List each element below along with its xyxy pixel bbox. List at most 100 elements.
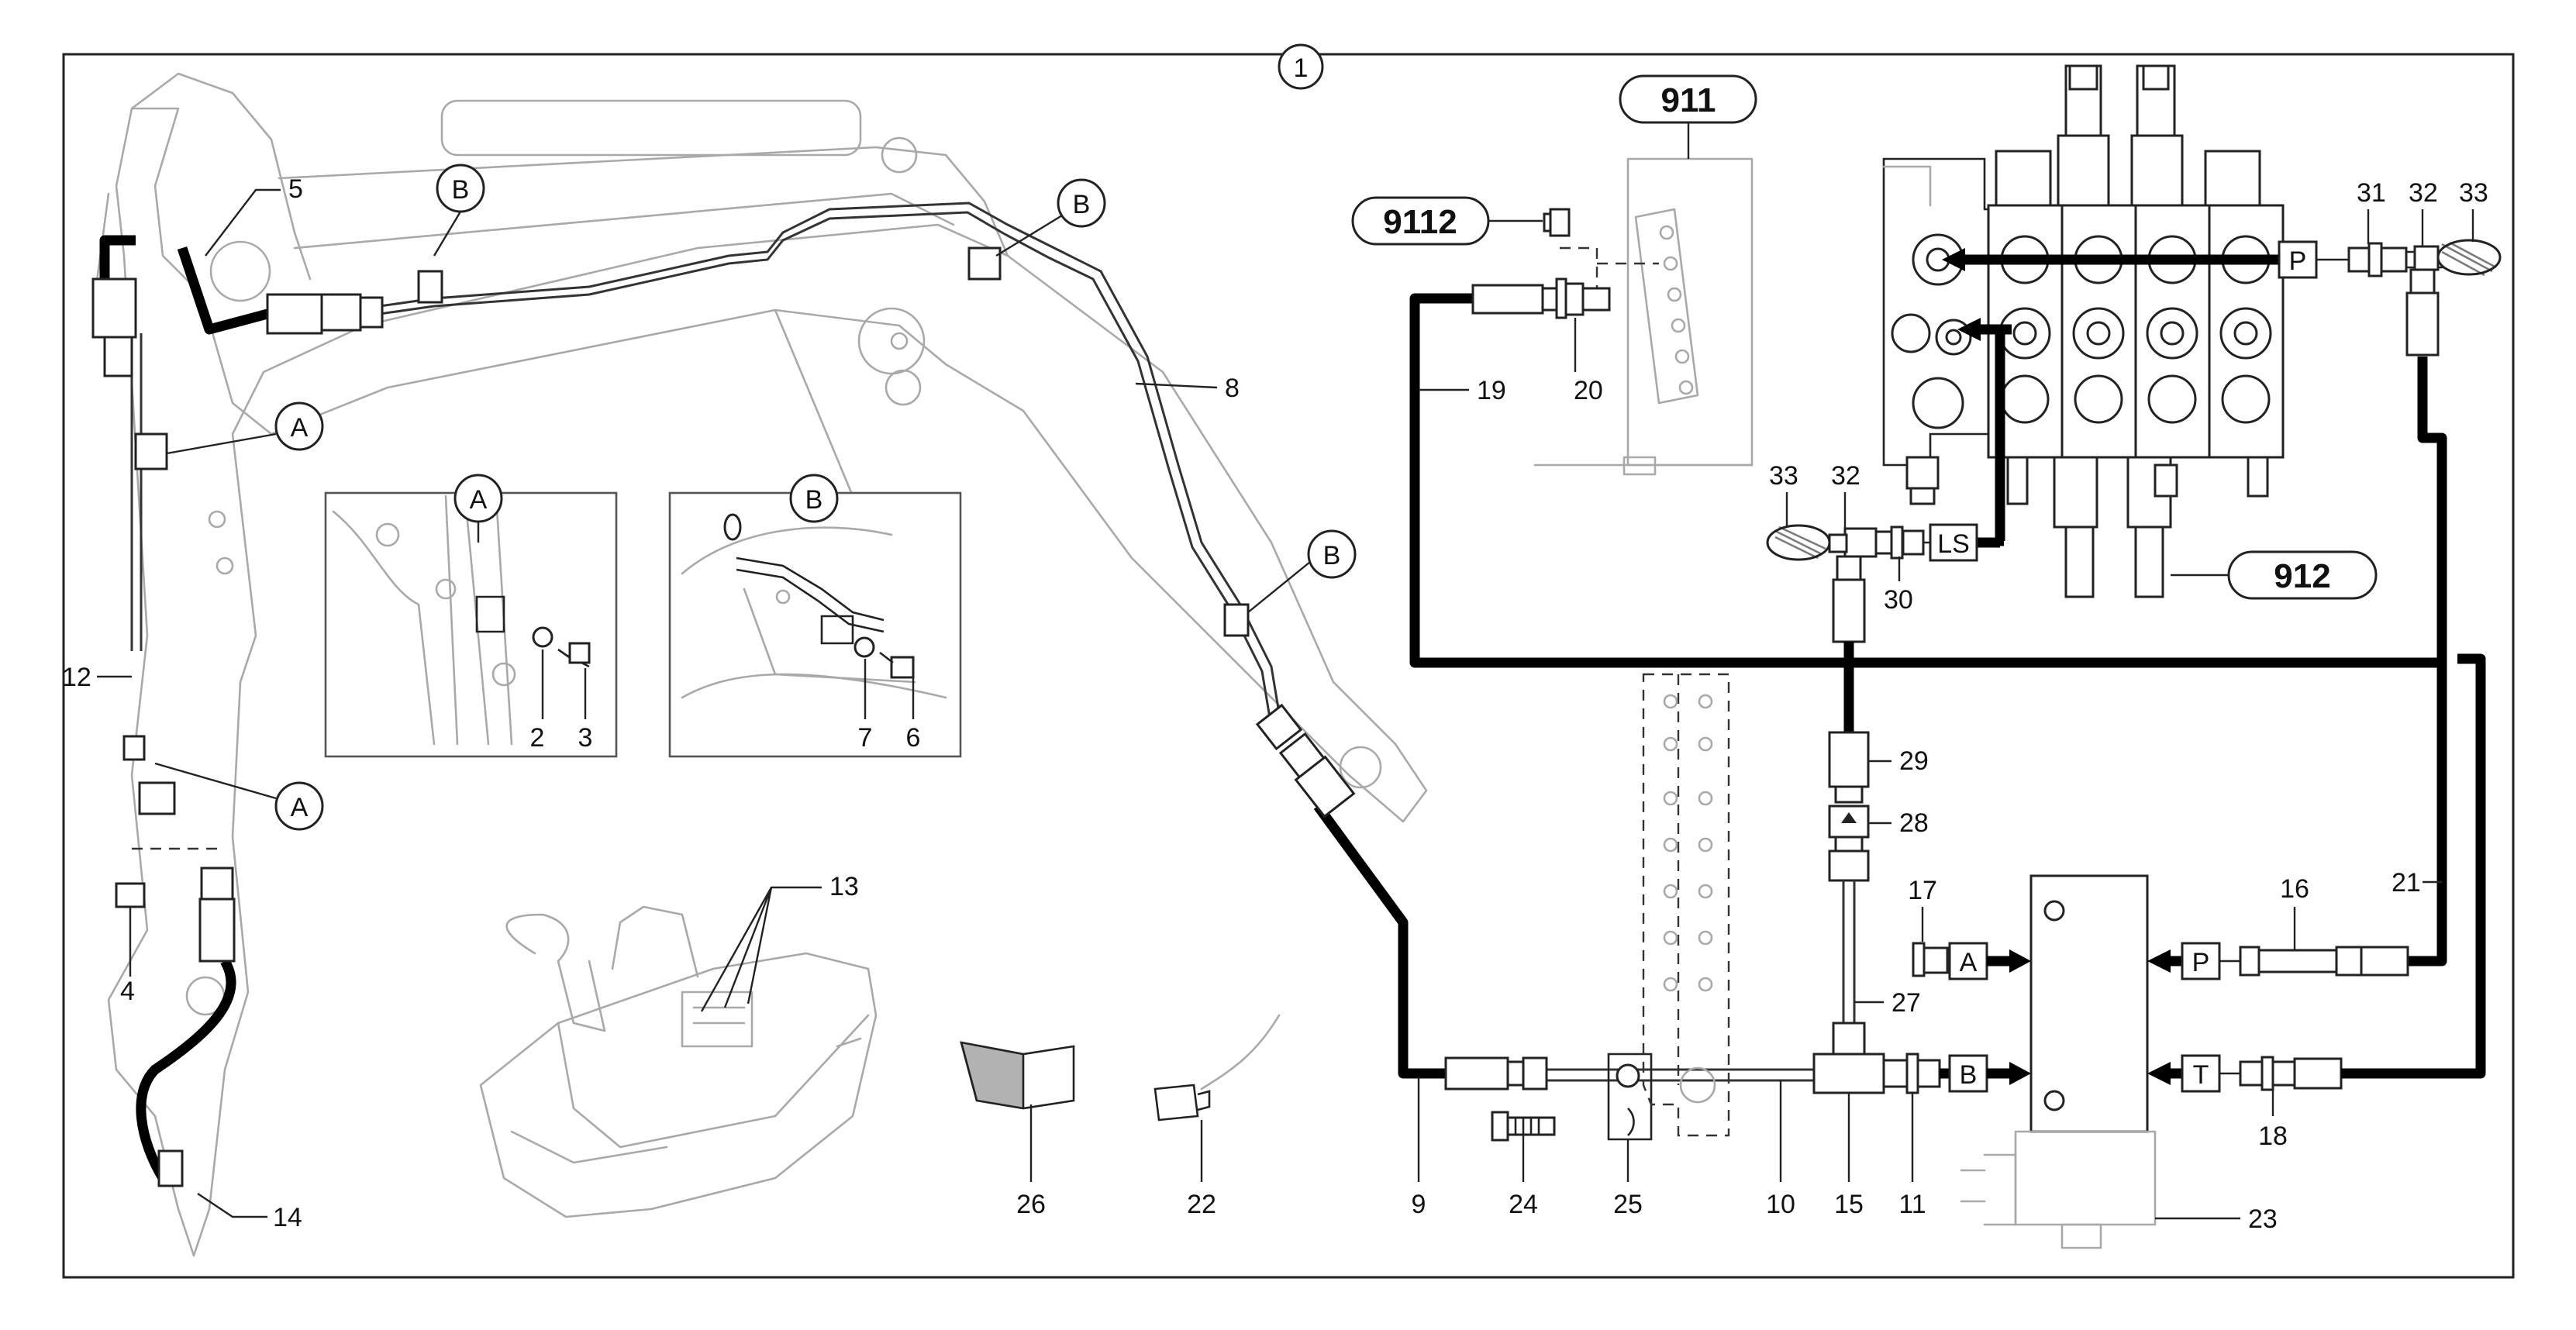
svg-text:32: 32 [2409, 178, 2438, 208]
group-9112: 9112 [1351, 196, 1659, 292]
bracket-911: 911 [1533, 74, 1757, 476]
clamp-25: 25 [1607, 1053, 1653, 1219]
port-t: T [2181, 1054, 2221, 1093]
sheet-marker-label: 1 [1294, 53, 1309, 83]
arrow-a [2009, 949, 2031, 973]
hose-5-lower [177, 246, 269, 335]
pipe-8-b [379, 211, 1271, 718]
svg-text:33: 33 [1769, 461, 1798, 491]
part-label-9: 9 [1412, 1077, 1426, 1219]
detail-view-a: A 2 3 [324, 474, 618, 758]
fittings-29-28 [1828, 731, 1870, 882]
hose-14 [136, 958, 236, 1181]
svg-text:5: 5 [288, 174, 303, 204]
pipe-8 [379, 202, 1281, 714]
hose-19 [1409, 293, 2442, 668]
arrow-p [2147, 949, 2171, 973]
svg-text:P: P [2192, 948, 2210, 977]
callout-b-boom-2: B [995, 178, 1106, 257]
part-label-19: 19 [1419, 376, 1506, 405]
connector-22: 22 [1154, 1014, 1281, 1219]
dashed-arm-section [1642, 673, 1730, 1137]
boom-cylinder [440, 99, 862, 157]
svg-text:B: B [1073, 190, 1091, 219]
part-label-4: 4 [120, 907, 135, 1006]
arrow-t [2147, 1062, 2171, 1085]
arrow-p-top [1942, 248, 1965, 271]
arrow-b [2009, 1062, 2031, 1085]
hose-tank [2341, 653, 2486, 1079]
part-label-2: 2 [530, 723, 545, 753]
part-label-33-ls: 33 [1769, 461, 1798, 527]
svg-text:33: 33 [2459, 178, 2488, 208]
svg-text:T: T [2193, 1060, 2209, 1090]
port-a: A [1948, 942, 1988, 980]
svg-text:A: A [1960, 948, 1978, 977]
svg-text:32: 32 [1831, 461, 1860, 491]
svg-text:B: B [1323, 541, 1341, 570]
svg-text:4: 4 [120, 977, 135, 1006]
fitting-19-20 [1471, 277, 1611, 319]
svg-text:9: 9 [1412, 1190, 1426, 1219]
part-label-26: 26 [1016, 1190, 1046, 1219]
callout-a-boom-2: A [154, 762, 324, 831]
fitting-16: 16 [2219, 874, 2409, 977]
part-label-27: 27 [1854, 988, 1921, 1018]
part-label-24: 24 [1509, 1190, 1538, 1219]
fittings-30-32-33-ls [1766, 524, 1930, 643]
svg-text:8: 8 [1225, 374, 1240, 403]
callout-b-boom-3: B [1247, 529, 1357, 613]
svg-text:30: 30 [1884, 585, 1913, 615]
port-ls: LS [1929, 523, 1978, 562]
part-label-33-top: 33 [2459, 178, 2488, 242]
svg-text:11: 11 [1898, 1190, 1926, 1219]
part-label-14: 14 [197, 1193, 302, 1232]
svg-text:12: 12 [62, 663, 91, 692]
detail-view-b: B 7 6 [668, 474, 962, 758]
svg-text:P: P [2289, 246, 2307, 276]
svg-text:27: 27 [1891, 988, 1921, 1018]
flow-ls [1995, 324, 2012, 546]
part-label-30: 30 [1884, 556, 1913, 615]
part-label-12: 12 [62, 663, 132, 692]
hose-5 [99, 235, 136, 287]
svg-text:14: 14 [273, 1203, 302, 1232]
hose-21 [2407, 357, 2447, 966]
part-label-17: 17 [1908, 876, 1937, 905]
detail-b-title: B [805, 485, 823, 515]
callout-a-boom-1: A [166, 401, 324, 455]
part-label-25: 25 [1613, 1190, 1643, 1219]
detail-a-title: A [470, 485, 488, 515]
part-label-32-ls: 32 [1831, 461, 1860, 529]
hose-9 [1313, 803, 1450, 1079]
bolt-24: 24 [1491, 1111, 1556, 1219]
part-label-18: 18 [2258, 1122, 2288, 1151]
label-911: 911 [1661, 81, 1716, 119]
plug-17: 17 [1908, 876, 1949, 977]
manual-book: 26 [960, 1041, 1075, 1219]
control-valve-912 [1882, 64, 2285, 598]
fittings-31-32-33-top [2347, 239, 2502, 357]
svg-text:A: A [291, 413, 309, 443]
part-label-6: 6 [906, 723, 921, 753]
port-b: B [1948, 1054, 1988, 1093]
svg-text:29: 29 [1899, 746, 1929, 776]
svg-text:A: A [291, 793, 309, 822]
svg-text:15: 15 [1834, 1190, 1864, 1219]
arrow-ls [1957, 318, 1981, 341]
svg-text:20: 20 [1574, 376, 1603, 405]
part-label-8: 8 [1135, 374, 1240, 403]
part-label-21: 21 [2392, 868, 2442, 898]
svg-text:13: 13 [829, 872, 859, 901]
part-label-16: 16 [2280, 874, 2309, 904]
part-label-29: 29 [1868, 746, 1929, 776]
part-label-15: 15 [1834, 1093, 1864, 1219]
part-label-22: 22 [1187, 1190, 1216, 1219]
part-label-3: 3 [578, 723, 593, 753]
svg-text:10: 10 [1766, 1190, 1795, 1219]
callout-b-boom-1: B [433, 164, 485, 257]
port-p-top: P [2278, 240, 2318, 279]
sheet-marker: 1 [1278, 43, 1324, 90]
tee-15 [1812, 1022, 1941, 1094]
